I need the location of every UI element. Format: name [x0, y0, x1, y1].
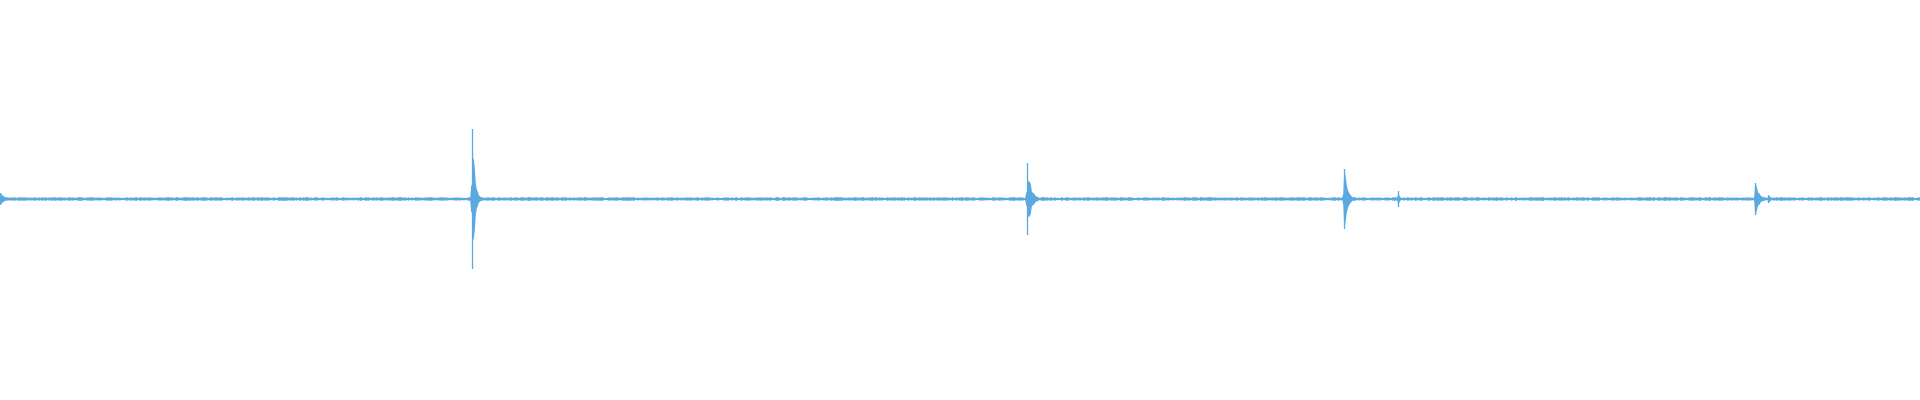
waveform-trace-layer [0, 129, 1920, 269]
